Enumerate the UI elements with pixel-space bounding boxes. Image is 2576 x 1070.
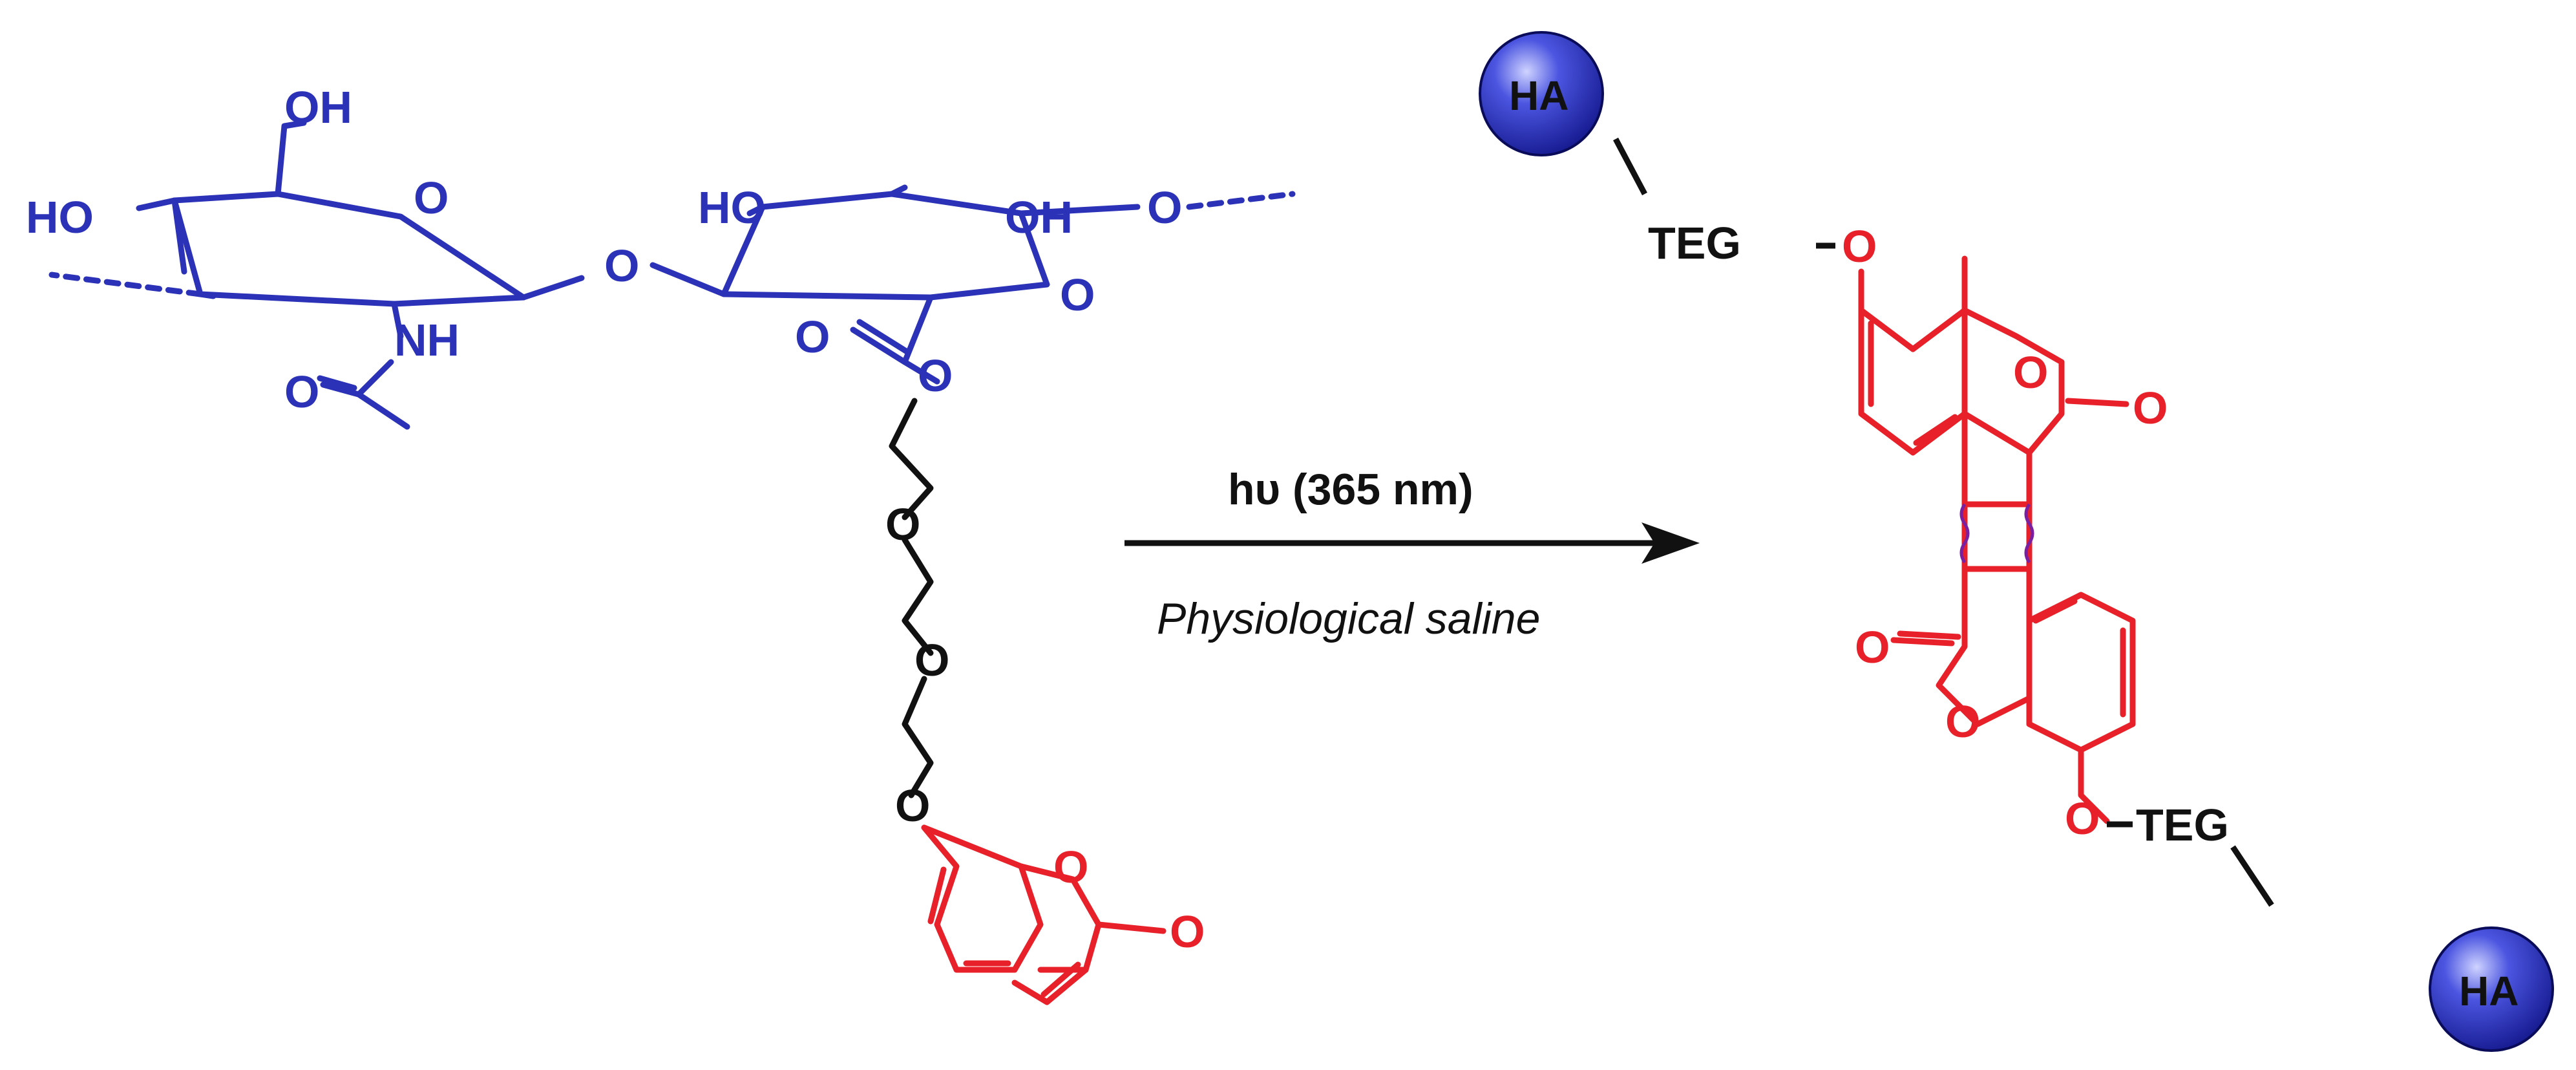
label-o-bottom: O [2065, 793, 2100, 844]
label-teg-top: TEG [1648, 218, 1741, 268]
label-amide-o: O [284, 367, 319, 417]
coumarin-monomer [921, 824, 1167, 1005]
label-o-top: O [1842, 221, 1877, 272]
label-coumarin-carbonyl-o: O [1170, 906, 1205, 957]
label-oh-right: OH [1005, 192, 1073, 242]
label-nh: NH [394, 315, 459, 365]
reaction-arrow [1124, 522, 1700, 564]
label-ho-left: HO [26, 192, 94, 242]
label-carbonyl-bottom: O [1855, 622, 1890, 672]
label-teg-o2: O [914, 635, 949, 685]
label-carbonyl-top: O [2133, 383, 2168, 433]
label-link-o: O [1147, 182, 1182, 233]
label-teg-o1: O [885, 499, 920, 550]
label-ring-o2: O [1060, 270, 1095, 320]
coumarin-dimer-top [1858, 255, 2129, 508]
label-teg-o3: O [895, 780, 930, 831]
label-ho-right: HO [698, 182, 766, 233]
coumarin-dimer-bottom [1890, 566, 2136, 824]
label-ester-o2: O [918, 350, 953, 401]
cyclobutane-core [1961, 501, 2032, 572]
label-ring-o1: O [414, 173, 449, 223]
label-oh-top: OH [284, 82, 352, 133]
hyaluronic-acid-backbone [48, 120, 1296, 430]
conditions-top: hυ (365 nm) [1228, 465, 1473, 514]
teg-linker [889, 398, 934, 798]
label-glyco-o: O [604, 241, 639, 291]
label-coumarin-ring-o: O [1053, 842, 1088, 892]
label-ha-top: HA [1509, 72, 1568, 119]
label-teg-bottom: TEG [2136, 800, 2229, 850]
label-ha-bottom: HA [2459, 968, 2518, 1014]
ha-ball-bottom: HA [2429, 926, 2554, 1052]
label-ring-o-top: O [2013, 347, 2048, 398]
conditions-bottom: Physiological saline [1157, 594, 1540, 643]
label-ring-o-bottom: O [1945, 696, 1980, 747]
ha-ball-top: HA [1479, 31, 1604, 156]
label-ester-o: O [795, 312, 830, 362]
wavy-bonds [1959, 503, 2034, 564]
